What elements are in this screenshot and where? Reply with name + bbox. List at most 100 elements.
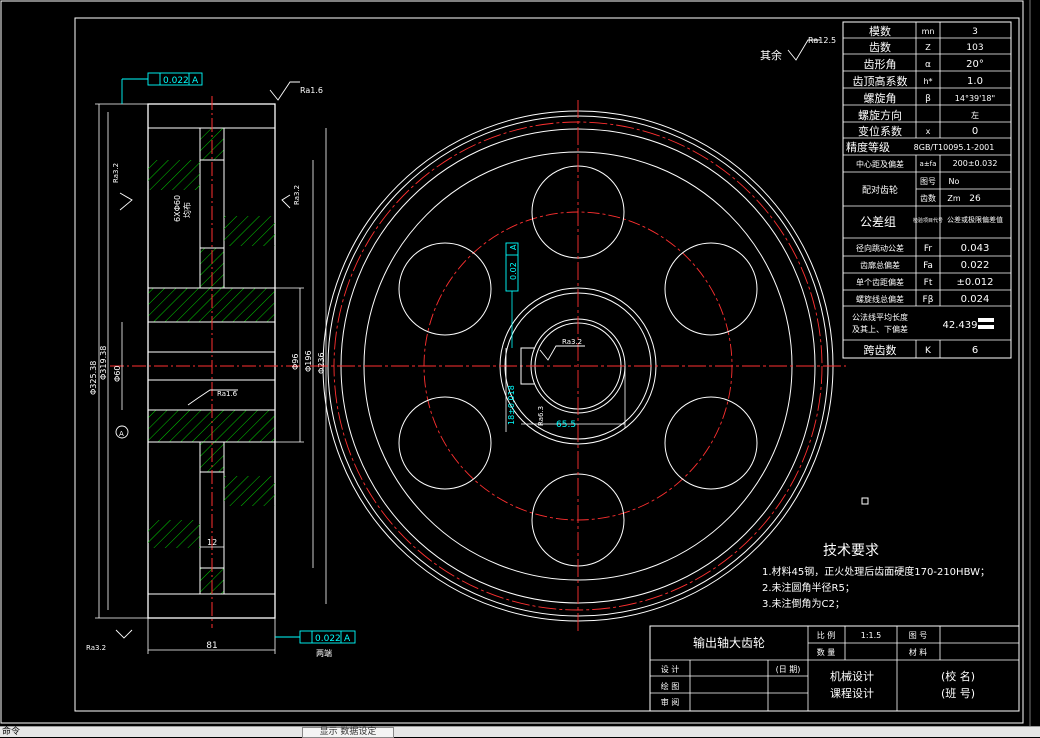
svg-text:精度等级: 精度等级 <box>846 140 890 154</box>
svg-text:0.022: 0.022 <box>315 634 341 644</box>
svg-text:Fr: Fr <box>924 244 933 254</box>
svg-text:绘 图: 绘 图 <box>661 681 680 691</box>
svg-text:1.材料45钢，正火处理后齿面硬度170-210HBW；: 1.材料45钢，正火处理后齿面硬度170-210HBW； <box>762 565 990 578</box>
svg-text:Ft: Ft <box>924 278 933 288</box>
svg-text:Z: Z <box>925 43 931 52</box>
svg-text:1:1.5: 1:1.5 <box>861 631 882 640</box>
svg-text:h*: h* <box>923 77 932 86</box>
svg-text:mn: mn <box>922 27 935 36</box>
svg-text:Ra3.2: Ra3.2 <box>562 338 582 346</box>
front-labels: 0.02 A Ra3.2 18±0.018 Ra6.3 65.5 <box>507 244 582 430</box>
svg-text:Ra1.6: Ra1.6 <box>217 390 238 398</box>
status-bar: 命令 显示 数据设定 <box>0 726 1040 738</box>
svg-text:技术要求: 技术要求 <box>823 543 879 559</box>
svg-text:0.024: 0.024 <box>961 294 990 305</box>
command-line[interactable]: 命令 <box>2 727 21 737</box>
svg-text:公差组: 公差组 <box>860 215 896 229</box>
svg-text:1.0: 1.0 <box>967 76 983 87</box>
param-table: 模数 mn 3 齿数 Z 103 齿形角 α 20° 齿顶高系数 h* 1.0 … <box>842 21 1012 359</box>
svg-text:跨齿数: 跨齿数 <box>864 344 897 357</box>
svg-text:26: 26 <box>969 194 981 204</box>
svg-text:a±fa: a±fa <box>920 160 937 168</box>
front-view <box>310 100 846 632</box>
section-view <box>95 72 356 654</box>
svg-text:图号: 图号 <box>920 177 936 186</box>
svg-text:β: β <box>925 94 931 104</box>
tech-requirements: 技术要求 1.材料45钢，正火处理后齿面硬度170-210HBW； 2.未注圆角… <box>762 543 990 610</box>
svg-text:65.5: 65.5 <box>556 420 576 430</box>
display-settings-button[interactable]: 显示 数据设定 <box>302 727 394 738</box>
svg-text:螺旋方向: 螺旋方向 <box>858 108 902 122</box>
svg-text:2.未注圆角半径R5；: 2.未注圆角半径R5； <box>762 581 855 594</box>
svg-text:数 量: 数 量 <box>817 647 836 657</box>
svg-text:6XΦ60: 6XΦ60 <box>173 195 182 222</box>
svg-text:课程设计: 课程设计 <box>830 687 874 700</box>
svg-text:检验项目代号: 检验项目代号 <box>913 217 943 224</box>
svg-text:(校 名): (校 名) <box>941 669 975 683</box>
svg-text:20°: 20° <box>966 59 984 70</box>
outer-frame <box>0 0 1024 724</box>
svg-text:3.未注倒角为C2；: 3.未注倒角为C2； <box>762 597 845 610</box>
svg-text:14°39'18": 14°39'18" <box>955 94 995 103</box>
svg-text:输出轴大齿轮: 输出轴大齿轮 <box>693 635 765 650</box>
svg-text:Φ96: Φ96 <box>291 354 300 370</box>
svg-text:103: 103 <box>966 43 983 53</box>
svg-text:A: A <box>344 634 351 644</box>
roughness-rest: 其余 Ra12.5 <box>760 36 836 62</box>
svg-text:单个齿距偏差: 单个齿距偏差 <box>856 277 904 287</box>
svg-text:机械设计: 机械设计 <box>830 669 874 683</box>
svg-text:Φ196: Φ196 <box>304 350 313 372</box>
svg-text:0.022: 0.022 <box>163 76 189 86</box>
svg-text:其余: 其余 <box>760 48 782 62</box>
svg-text:(班 号): (班 号) <box>941 687 975 700</box>
svg-text:模数: 模数 <box>869 25 891 38</box>
svg-text:两端: 两端 <box>316 648 332 658</box>
svg-text:齿数: 齿数 <box>920 193 936 203</box>
svg-text:螺旋线总偏差: 螺旋线总偏差 <box>856 294 904 304</box>
inner-frame <box>74 17 1020 712</box>
svg-text:Ra12.5: Ra12.5 <box>808 36 836 45</box>
svg-text:α: α <box>925 60 931 70</box>
svg-text:0.022: 0.022 <box>961 260 990 271</box>
svg-text:6: 6 <box>972 345 978 356</box>
svg-text:变位系数: 变位系数 <box>858 124 902 138</box>
svg-text:及其上、下偏差: 及其上、下偏差 <box>852 324 908 334</box>
svg-text:Ra3.2: Ra3.2 <box>86 644 106 652</box>
svg-text:8GB/T10095.1-2001: 8GB/T10095.1-2001 <box>914 143 995 152</box>
svg-text:配对齿轮: 配对齿轮 <box>862 184 898 196</box>
svg-text:径向跳动公差: 径向跳动公差 <box>856 243 904 253</box>
svg-text:0: 0 <box>972 126 978 137</box>
svg-text:中心距及偏差: 中心距及偏差 <box>856 159 904 169</box>
svg-text:材 料: 材 料 <box>909 647 928 657</box>
svg-text:81: 81 <box>206 641 217 651</box>
svg-text:200±0.032: 200±0.032 <box>953 159 998 168</box>
svg-text:Zm: Zm <box>947 194 960 203</box>
svg-text:Ra1.6: Ra1.6 <box>300 86 323 95</box>
svg-text:Φ236: Φ236 <box>317 352 326 374</box>
svg-text:K: K <box>925 346 932 356</box>
svg-text:Ra6.3: Ra6.3 <box>537 406 545 426</box>
svg-text:Fβ: Fβ <box>923 295 934 305</box>
svg-text:公法线平均长度: 公法线平均长度 <box>852 312 908 322</box>
svg-text:Φ60: Φ60 <box>113 366 122 382</box>
svg-text:42.439: 42.439 <box>943 320 978 331</box>
svg-text:(日 期): (日 期) <box>776 665 801 674</box>
title-block: 输出轴大齿轮 比 例 1:1.5 图 号 数 量 材 料 设 计 (日 期) 绘… <box>649 625 1020 712</box>
svg-text:比 例: 比 例 <box>817 630 836 640</box>
svg-text:Ra3.2: Ra3.2 <box>293 185 301 205</box>
grip-marker[interactable] <box>861 497 869 505</box>
svg-text:A: A <box>119 430 124 438</box>
svg-text:±0.012: ±0.012 <box>956 277 993 288</box>
svg-text:齿形角: 齿形角 <box>864 58 897 71</box>
svg-text:齿廓总偏差: 齿廓总偏差 <box>860 260 900 270</box>
svg-text:Φ325.38: Φ325.38 <box>89 361 98 395</box>
svg-text:12: 12 <box>207 538 217 547</box>
svg-text:18±0.018: 18±0.018 <box>507 385 516 425</box>
svg-text:螺旋角: 螺旋角 <box>864 91 897 105</box>
svg-text:A: A <box>509 244 518 250</box>
svg-text:0.043: 0.043 <box>961 243 990 254</box>
svg-text:图 号: 图 号 <box>909 631 928 640</box>
section-labels: 0.022 A Ra1.6 Ra3.2 Ra3.2 6XΦ60 均布 Φ325.… <box>86 76 351 658</box>
svg-text:公差或极限偏差值: 公差或极限偏差值 <box>947 215 1003 224</box>
